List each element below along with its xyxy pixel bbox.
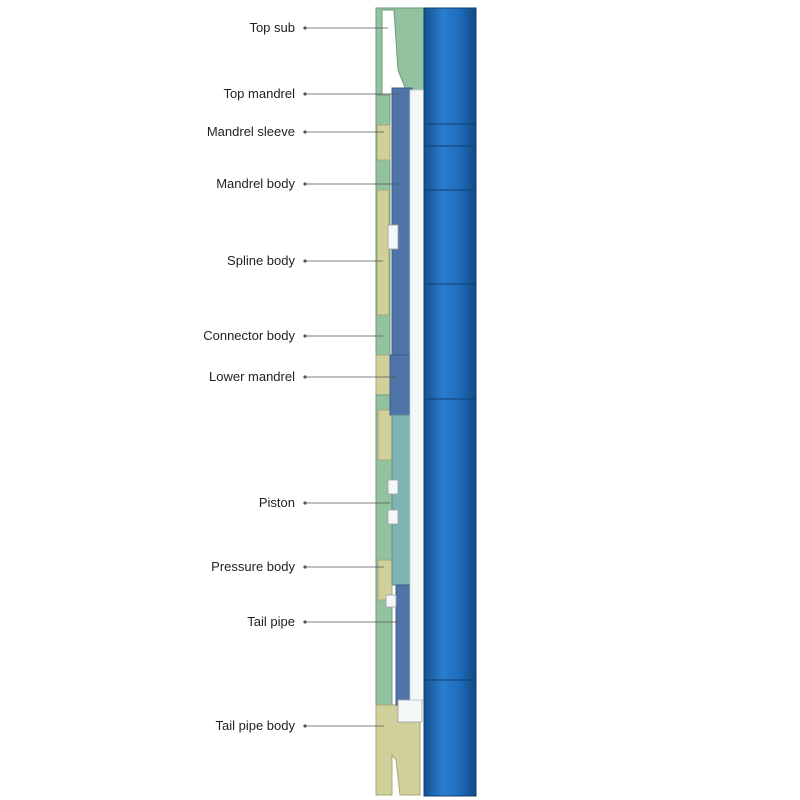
inner-mandrel [385, 87, 423, 723]
pressure-ring [377, 559, 393, 601]
piston-port-1 [387, 479, 399, 495]
outer-housing [375, 7, 425, 796]
piston-port-2 [387, 509, 399, 525]
labels: Top sub Top mandrel Mandrel sleeve Mandr… [203, 20, 400, 733]
label-piston: Piston [259, 495, 390, 510]
lower-mandrel-shape [389, 354, 411, 416]
bore [409, 89, 425, 701]
label-tail-pipe: Tail pipe [247, 614, 400, 629]
pipe-body [423, 7, 477, 797]
label-lower-mandrel-text: Lower mandrel [209, 369, 295, 384]
spline-section [376, 189, 390, 316]
label-top-sub: Top sub [249, 20, 388, 35]
label-top-mandrel-text: Top mandrel [223, 86, 295, 101]
label-connector-body: Connector body [203, 328, 383, 343]
label-piston-text: Piston [259, 495, 295, 510]
top-sub-body [375, 7, 425, 96]
tail-pipe-body-shape [375, 704, 421, 796]
label-tail-pipe-body-text: Tail pipe body [216, 718, 296, 733]
spline-key-1 [387, 224, 399, 250]
label-connector-body-text: Connector body [203, 328, 295, 343]
label-top-mandrel: Top mandrel [223, 86, 400, 101]
label-mandrel-body: Mandrel body [216, 176, 398, 191]
top-mandrel-shape [391, 87, 413, 359]
label-lower-mandrel: Lower mandrel [209, 369, 396, 384]
label-top-sub-text: Top sub [249, 20, 295, 35]
pipe-cutaway [423, 7, 477, 797]
label-spline-body: Spline body [227, 253, 383, 268]
label-pressure-body-text: Pressure body [211, 559, 295, 574]
label-mandrel-sleeve-text: Mandrel sleeve [207, 124, 295, 139]
tail-pipe-collar [397, 699, 423, 723]
piston-ring [377, 409, 393, 461]
tail-port [385, 594, 397, 608]
connector-section [375, 354, 391, 396]
label-mandrel-body-text: Mandrel body [216, 176, 295, 191]
piston-section-shape [391, 414, 411, 586]
mandrel-sleeve-ring [376, 124, 391, 161]
label-spline-body-text: Spline body [227, 253, 295, 268]
label-pressure-body: Pressure body [211, 559, 384, 574]
tail-pipe-shape [395, 584, 411, 706]
label-mandrel-sleeve: Mandrel sleeve [207, 124, 384, 139]
label-tail-pipe-text: Tail pipe [247, 614, 295, 629]
label-tail-pipe-body: Tail pipe body [216, 718, 384, 733]
